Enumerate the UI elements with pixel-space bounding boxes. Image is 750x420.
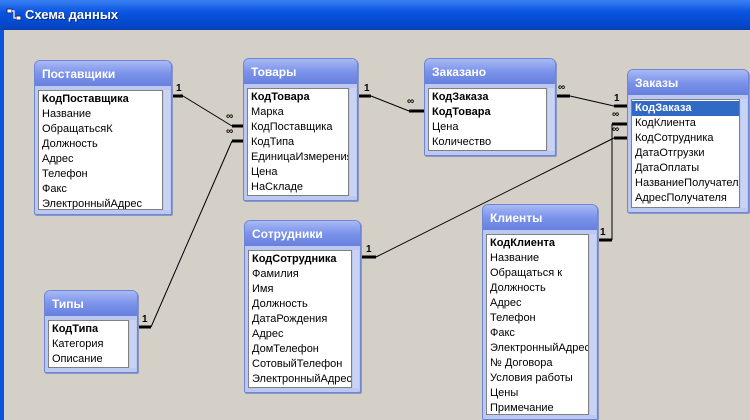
field-item[interactable]: АдресПолучателя: [635, 192, 727, 204]
rel-one-label: 1: [176, 83, 182, 94]
field-item[interactable]: Телефон: [490, 312, 536, 324]
field-item[interactable]: КодСотрудника: [635, 132, 714, 144]
field-item[interactable]: ДатаОплаты: [635, 162, 700, 174]
field-item[interactable]: ЭлектронныйАдрес: [42, 198, 142, 210]
rel-many-label: ∞: [612, 124, 620, 135]
field-item[interactable]: № Договора: [490, 357, 553, 369]
rel-one-label: 1: [614, 93, 620, 104]
scrollbar[interactable]: [130, 320, 136, 368]
field-item[interactable]: Имя: [252, 283, 274, 295]
window-title-bar[interactable]: Схема данных: [0, 0, 750, 30]
field-item[interactable]: ЕдиницаИзмерения: [251, 151, 349, 163]
rel-one-label: 1: [364, 83, 370, 94]
rel-many-label: ∞: [558, 82, 566, 93]
table-title[interactable]: Сотрудники: [245, 221, 360, 246]
field-item[interactable]: Факс: [42, 183, 67, 195]
field-item[interactable]: КодЗаказа: [432, 91, 489, 103]
field-item[interactable]: СотовыйТелефон: [252, 358, 343, 370]
field-item[interactable]: КодКлиента: [490, 237, 556, 249]
field-item[interactable]: Марка: [251, 106, 284, 118]
field-item[interactable]: Описание: [52, 353, 103, 365]
field-item[interactable]: Фамилия: [252, 268, 299, 280]
field-item[interactable]: Должность: [42, 138, 98, 150]
rel-many-label: ∞: [226, 126, 234, 137]
table-title[interactable]: Клиенты: [483, 205, 597, 230]
scrollbar[interactable]: [353, 250, 359, 388]
field-item[interactable]: Примечание: [490, 402, 554, 414]
field-item[interactable]: ДомТелефон: [252, 343, 319, 355]
field-item[interactable]: Телефон: [42, 168, 88, 180]
field-item[interactable]: Должность: [490, 282, 546, 294]
table-title[interactable]: Товары: [244, 59, 357, 84]
field-item[interactable]: КодТипа: [251, 136, 295, 148]
field-item[interactable]: Категория: [52, 338, 104, 350]
scrollbar[interactable]: [350, 88, 356, 196]
field-item[interactable]: Адрес: [42, 153, 74, 165]
relationships-icon: [6, 8, 22, 21]
window-title: Схема данных: [25, 7, 119, 22]
scrollbar[interactable]: [164, 90, 170, 210]
field-item[interactable]: КодПоставщика: [251, 121, 333, 133]
field-item[interactable]: ДатаОтгрузки: [635, 147, 705, 159]
rel-many-label: ∞: [612, 109, 620, 120]
field-item[interactable]: Адрес: [490, 297, 522, 309]
field-item[interactable]: Количество: [432, 136, 492, 148]
field-item[interactable]: Название: [42, 108, 92, 120]
table-title[interactable]: Заказано: [425, 59, 555, 84]
field-item[interactable]: КодСотрудника: [252, 253, 337, 265]
field-item[interactable]: Адрес: [252, 328, 284, 340]
field-item[interactable]: Цена: [432, 121, 459, 133]
rel-many-label: ∞: [407, 96, 415, 107]
field-item[interactable]: ЭлектронныйАдрес: [490, 342, 589, 354]
field-item[interactable]: Название: [490, 252, 540, 264]
rel-one-label: 1: [142, 314, 148, 325]
field-item[interactable]: Должность: [252, 298, 308, 310]
scrollbar[interactable]: [548, 88, 554, 151]
rel-one-label: 1: [600, 227, 606, 238]
field-item[interactable]: КодТовара: [432, 106, 491, 118]
table-title[interactable]: Поставщики: [35, 61, 171, 86]
window-frame: [0, 30, 4, 420]
field-item[interactable]: ОбращатьсяК: [42, 123, 113, 135]
table-title[interactable]: Заказы: [628, 70, 748, 95]
field-item[interactable]: КодКлиента: [635, 117, 696, 129]
field-item[interactable]: Цены: [490, 387, 519, 399]
field-item[interactable]: КодТовара: [251, 91, 310, 103]
field-item[interactable]: Условия работы: [490, 372, 573, 384]
rel-one-label: 1: [366, 244, 372, 255]
field-item[interactable]: Обращаться к: [490, 267, 563, 279]
field-item[interactable]: НазваниеПолучателя: [635, 177, 740, 189]
scrollbar[interactable]: [741, 99, 747, 208]
field-item[interactable]: КодПоставщика: [42, 93, 129, 105]
field-item[interactable]: НаСкладе: [251, 181, 304, 193]
field-item[interactable]: ДатаРождения: [252, 313, 328, 325]
rel-many-label: ∞: [226, 111, 234, 122]
field-item[interactable]: ЭлектронныйАдрес: [252, 373, 352, 385]
table-title[interactable]: Типы: [45, 291, 137, 316]
field-item[interactable]: КодЗаказа: [632, 101, 739, 116]
field-item[interactable]: КодТипа: [52, 323, 99, 335]
field-item[interactable]: Цена: [251, 166, 278, 178]
scrollbar[interactable]: [590, 234, 596, 415]
field-item[interactable]: Факс: [490, 327, 515, 339]
